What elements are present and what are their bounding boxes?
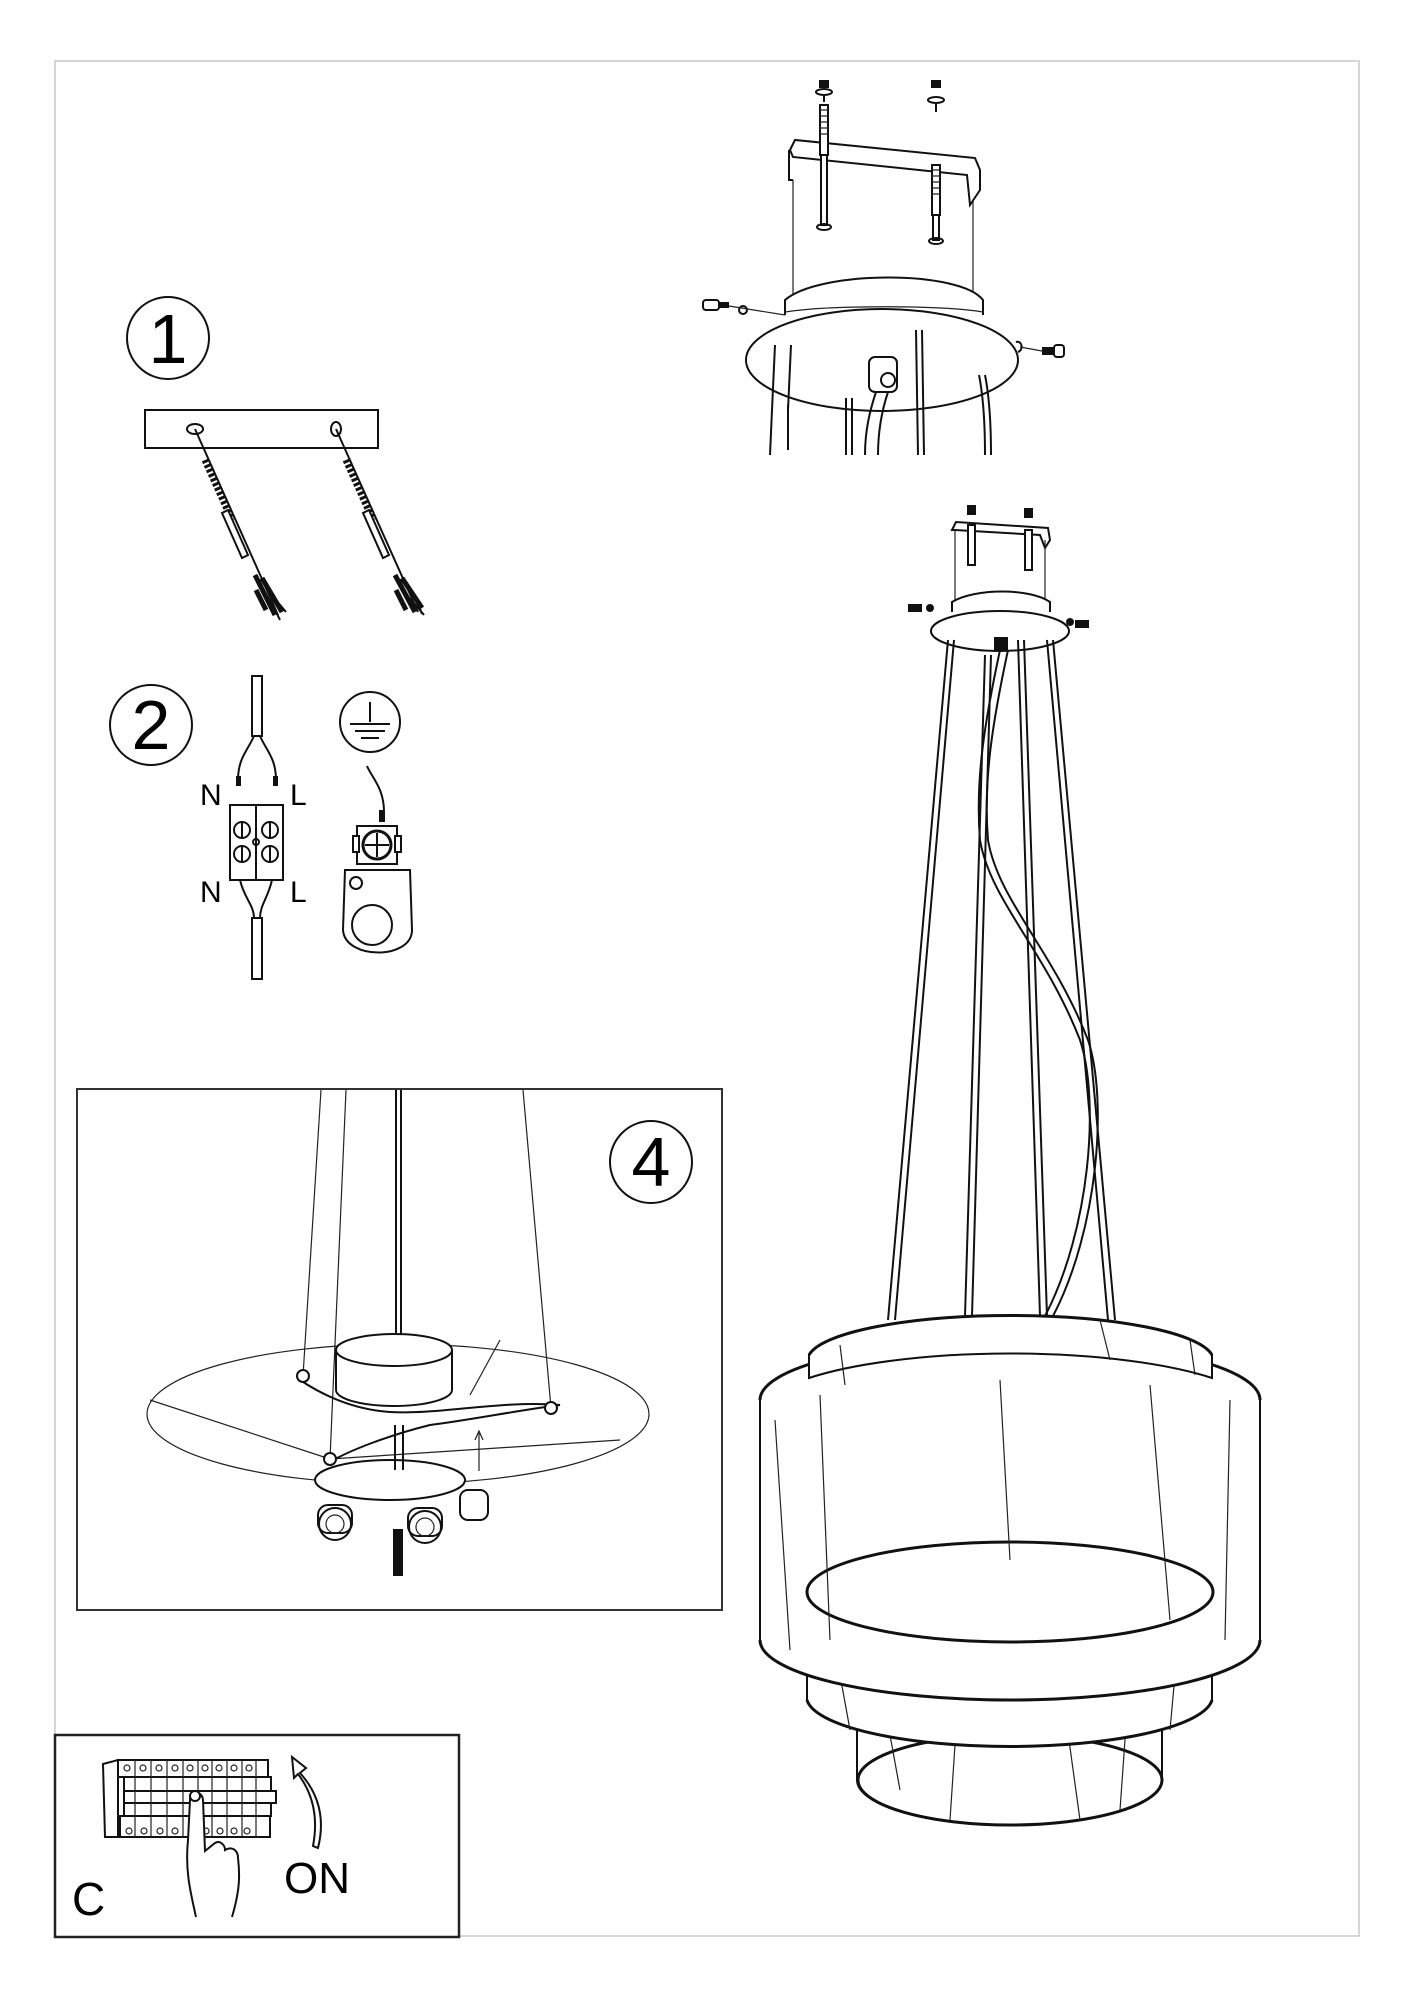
label-neutral-top: N bbox=[200, 779, 222, 812]
step-4-number: 4 bbox=[632, 1123, 671, 1201]
bracket-hole-left bbox=[186, 423, 204, 435]
shade-frame-diagram bbox=[146, 1089, 650, 1576]
shade-tier-1 bbox=[807, 1313, 1214, 1386]
ground-lug bbox=[341, 765, 414, 954]
spotlight-right bbox=[407, 1507, 443, 1544]
curved-arrow-up-icon bbox=[290, 1754, 322, 1850]
terminal-block-diagram bbox=[229, 675, 284, 980]
ceiling-bracket bbox=[788, 138, 981, 208]
step-c-panel: C ON bbox=[53, 1733, 461, 1939]
spotlight-left bbox=[317, 1504, 353, 1541]
canopy-exploded-view bbox=[702, 80, 1065, 456]
shade-tier-2 bbox=[758, 1338, 1262, 1702]
page-frame bbox=[54, 60, 1360, 1937]
side-screw-left bbox=[702, 299, 786, 316]
mounting-screw-left bbox=[815, 80, 833, 231]
side-screw-right bbox=[1015, 340, 1065, 358]
mounting-screw-right bbox=[927, 80, 945, 245]
step-1-number: 1 bbox=[149, 300, 188, 378]
label-live-top: L bbox=[290, 779, 307, 812]
step-1: 1 bbox=[126, 296, 425, 621]
step-4-badge bbox=[609, 1120, 693, 1204]
step-4-panel: 4 bbox=[76, 1088, 723, 1611]
step-1-badge bbox=[126, 296, 210, 380]
screw-anchor-right bbox=[335, 428, 425, 616]
step-2-badge bbox=[109, 684, 193, 766]
assembled-pendant bbox=[758, 505, 1262, 1827]
label-neutral-bottom: N bbox=[200, 876, 222, 909]
ground-symbol-icon bbox=[339, 691, 401, 753]
mounting-bracket bbox=[144, 409, 379, 449]
bracket-hole-right bbox=[330, 421, 342, 437]
label-live-bottom: L bbox=[290, 876, 307, 909]
hand-pointer-icon bbox=[186, 1790, 241, 1918]
step-c-letter: C bbox=[72, 1873, 105, 1925]
pendant-bracket bbox=[950, 520, 1052, 551]
step-2-number: 2 bbox=[132, 686, 171, 764]
screw-anchor-left bbox=[194, 428, 287, 621]
lift-arrow-icon bbox=[474, 1429, 484, 1471]
step-2: 2 N L N L bbox=[109, 675, 414, 980]
on-label: ON bbox=[284, 1854, 350, 1903]
